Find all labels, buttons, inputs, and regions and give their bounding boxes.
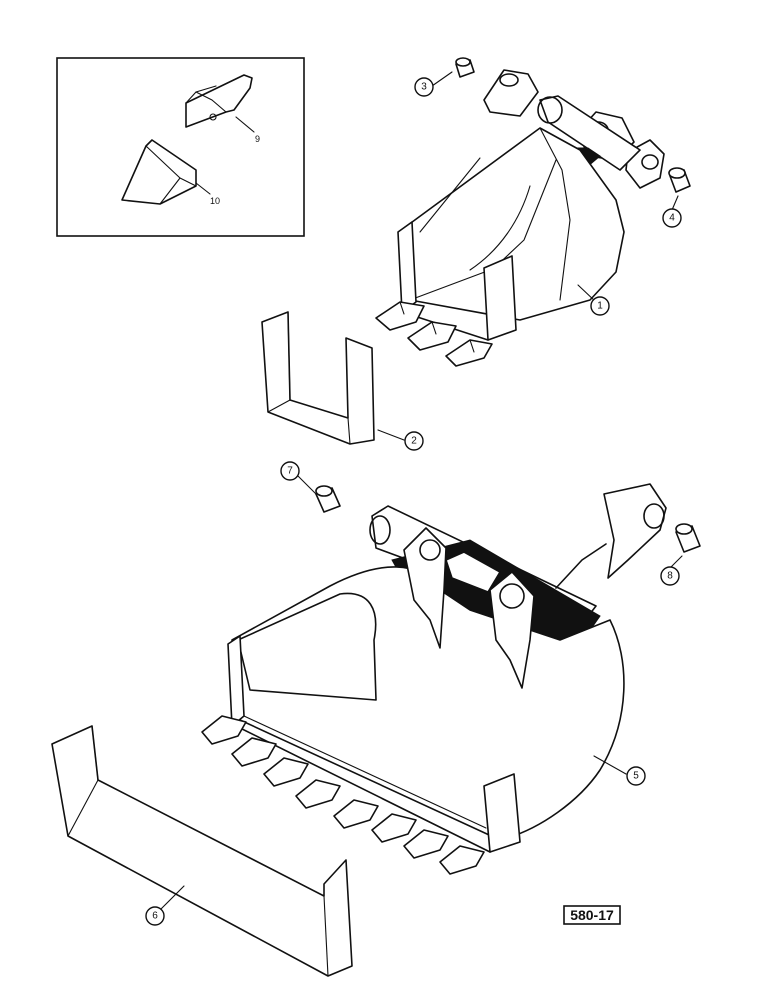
callout-4: 4	[662, 208, 682, 228]
wide-bucket-part-5	[201, 505, 625, 875]
inset-panel: 9 10	[56, 57, 305, 237]
tooth-guard-part-2	[261, 311, 375, 445]
bucket-side-bracket	[555, 483, 667, 589]
tooth-guard-part-6	[51, 725, 353, 977]
figure-code-text: 580-17	[570, 907, 614, 923]
callout-5-text: 5	[633, 771, 639, 782]
callout-2: 2	[404, 431, 424, 451]
leader-lines	[159, 71, 683, 911]
tooth-part-10	[121, 139, 197, 205]
callout-6: 6	[145, 906, 165, 926]
narrow-bucket-part-1	[375, 69, 665, 367]
bushing-part-8	[675, 523, 701, 553]
callout-8-text: 8	[667, 571, 673, 582]
bushing-part-7	[315, 485, 341, 513]
bushing-part-4	[668, 167, 691, 193]
callout-8: 8	[660, 566, 680, 586]
callout-6-text: 6	[152, 911, 158, 922]
callout-4-text: 4	[669, 213, 675, 224]
callout-3-text: 3	[421, 82, 427, 93]
callout-2-text: 2	[411, 436, 417, 447]
callout-10-text: 10	[210, 196, 220, 206]
callout-9-text: 9	[255, 134, 260, 144]
callout-3: 3	[414, 77, 434, 97]
tooth-adapter-part-9	[185, 74, 253, 128]
bushing-part-3	[455, 57, 475, 78]
callout-5: 5	[626, 766, 646, 786]
callout-1-text: 1	[597, 301, 603, 312]
callout-7: 7	[280, 461, 300, 481]
figure-code-label: 580-17	[563, 905, 621, 925]
callout-1: 1	[590, 296, 610, 316]
callout-7-text: 7	[287, 466, 293, 477]
